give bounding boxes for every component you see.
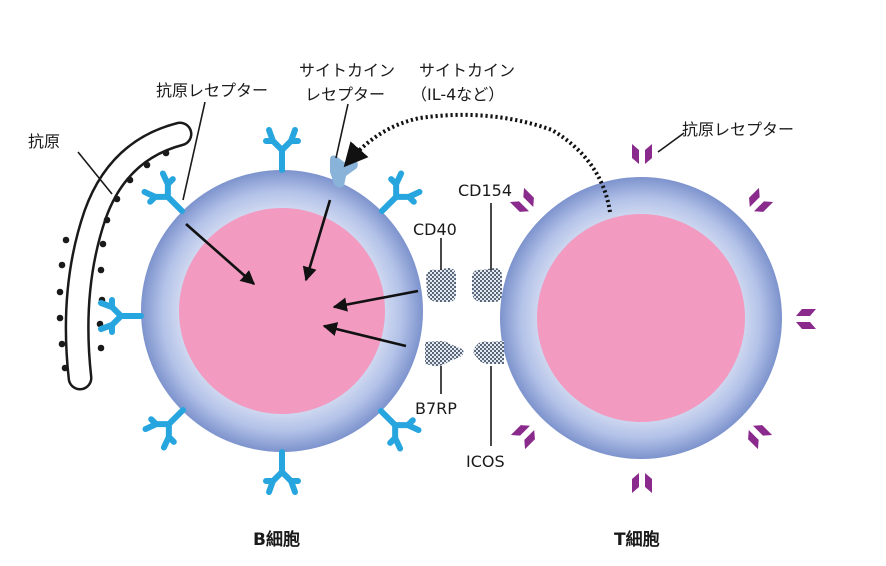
b-cell-label: B細胞	[253, 529, 300, 550]
t-cell-label: T細胞	[614, 529, 660, 550]
b-receptor	[378, 408, 422, 452]
antigen-pointer	[77, 151, 113, 195]
t-antigen-receptors	[509, 144, 816, 493]
b-receptor	[141, 170, 185, 214]
t-receptor	[632, 459, 652, 493]
cytokine-receptor-pointer	[335, 103, 349, 159]
b-receptor	[263, 127, 301, 173]
b-antigen-receptor-label: 抗原レセプター	[156, 81, 268, 100]
cytokine-label-line2: （IL-4など）	[411, 85, 504, 104]
t-receptor	[632, 144, 652, 178]
t-receptor	[509, 187, 544, 222]
cytokine-secretion-arrow	[343, 112, 612, 213]
cytokine-receptor-label-line2: レセプター	[305, 85, 385, 104]
cytokine-receptor-shape	[330, 155, 358, 188]
cd40-shape	[426, 268, 456, 302]
b7rp-shape	[425, 341, 464, 367]
cd154-shape	[472, 268, 502, 302]
b-receptor	[263, 449, 301, 495]
b-antigen-receptors	[98, 127, 423, 495]
t-receptor	[782, 309, 816, 329]
b7rp-label: B7RP	[415, 399, 457, 418]
t-receptor	[510, 415, 545, 450]
cytokine-signal-arrow	[302, 199, 332, 282]
b-receptor	[142, 407, 186, 451]
cytokine-receptor-label-line1: サイトカイン	[299, 61, 395, 80]
b-receptor	[379, 170, 423, 214]
t-cell	[500, 177, 782, 459]
t-receptor	[739, 187, 774, 222]
icos-label: ICOS	[466, 452, 505, 471]
cd154-label: CD154	[458, 181, 512, 200]
antigen-label: 抗原	[28, 132, 60, 151]
b-receptor	[98, 297, 144, 335]
t-cell-cytoplasm	[537, 214, 745, 422]
b7rp-signal-arrow	[322, 322, 407, 348]
cd40-label: CD40	[413, 220, 457, 239]
t-antigen-receptor-pointer	[657, 132, 685, 153]
antigen-signal-arrow	[185, 223, 256, 285]
t-antigen-receptor-label: 抗原レセプター	[682, 120, 794, 139]
antigen-rod	[64, 121, 193, 391]
cytokine-label-line1: サイトカイン	[419, 61, 515, 80]
icos-shape	[473, 341, 504, 364]
b-cell-cytoplasm	[179, 208, 385, 414]
cd40-signal-arrow	[332, 289, 419, 312]
t-receptor	[738, 415, 773, 450]
b-cell	[141, 170, 423, 452]
b-antigen-receptor-pointer	[182, 101, 206, 201]
